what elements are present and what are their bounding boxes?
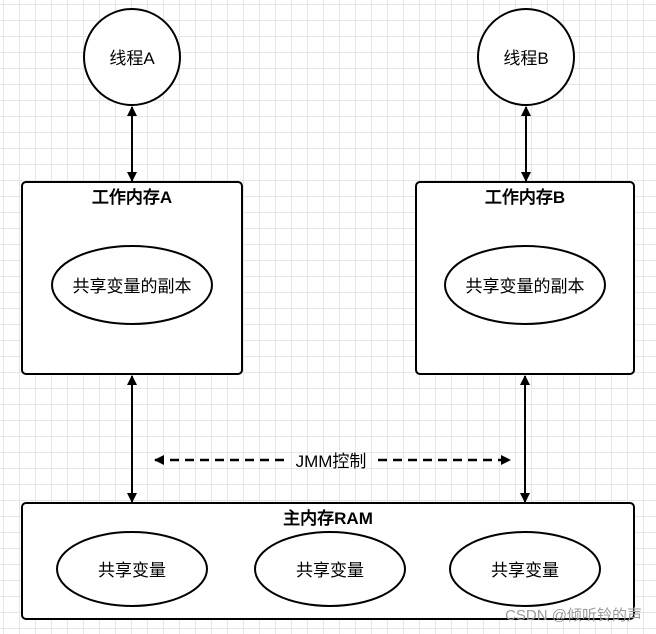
thread-a-label: 线程A [109,49,155,68]
shared-var-copy-a [51,245,213,325]
thread-b-label: 线程B [503,49,548,68]
work-memory-a-title: 工作内存A [92,187,172,207]
shared-var-copy-b [444,245,606,325]
shared-var-3-label: 共享变量 [491,561,559,580]
shared-var-2 [254,531,406,607]
shared-var-3 [449,531,601,607]
watermark: CSDN @倾听铃的声 [505,606,642,624]
shared-var-1 [56,531,208,607]
thread-b-node: 线程B [477,8,575,106]
shared-var-copy-b-label: 共享变量的副本 [466,277,585,296]
shared-var-2-label: 共享变量 [296,561,364,580]
jmm-label: JMM控制 [296,452,367,471]
main-memory-box: 主内存RAM 共享变量 共享变量 共享变量 [21,502,635,620]
shared-var-copy-a-label: 共享变量的副本 [73,277,192,296]
main-memory-title: 主内存RAM [283,508,373,528]
work-memory-b-box: 工作内存B 共享变量的副本 [415,181,635,375]
thread-a-node: 线程A [83,8,181,106]
work-memory-b-title: 工作内存B [485,187,565,207]
shared-var-1-label: 共享变量 [98,561,166,580]
work-memory-a-box: 工作内存A 共享变量的副本 [21,181,243,375]
